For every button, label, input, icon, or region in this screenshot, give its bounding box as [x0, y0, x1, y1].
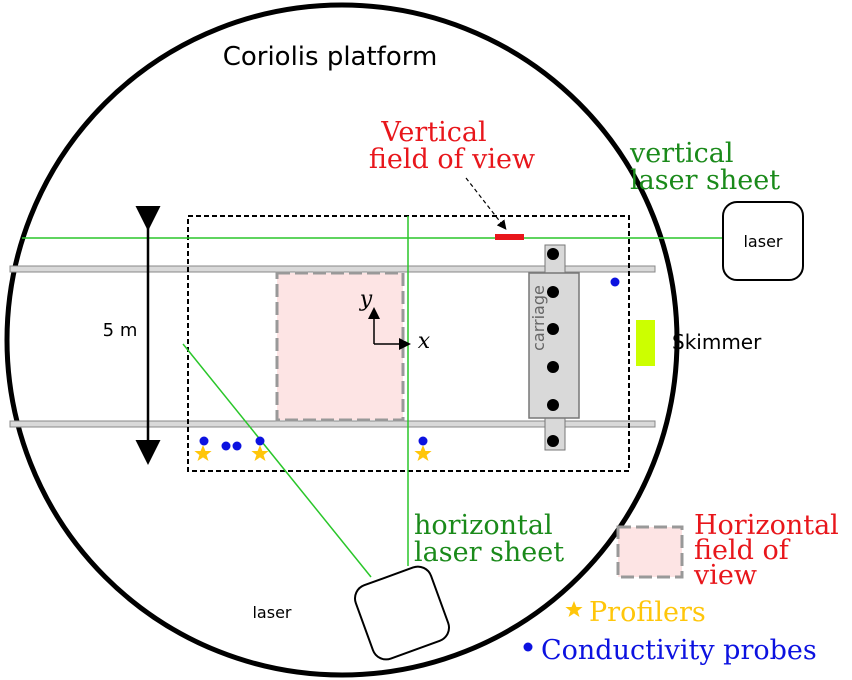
profiler-star — [194, 445, 212, 461]
horizontal-laser-sheet-label-line1: horizontal — [414, 510, 553, 541]
legend-horizontal-fov-line1: Horizontal — [694, 510, 839, 541]
vertical-fov-label-line1: Vertical — [380, 117, 486, 148]
conductivity-probes — [199, 277, 620, 451]
conductivity-probe — [610, 277, 620, 287]
vertical-laser-sheet-label-line2: laser sheet — [630, 165, 780, 196]
skimmer-bar — [636, 320, 655, 366]
legend-conductivity-label: Conductivity probes — [541, 635, 817, 666]
profiler-star — [251, 445, 269, 461]
vertical-laser-sheet-label-line1: vertical — [629, 138, 733, 169]
horizontal-laser-sheet-label-line2: laser sheet — [414, 537, 564, 568]
laser-bottom-box — [354, 565, 450, 661]
laser-top-label: laser — [743, 232, 782, 251]
conductivity-probe — [418, 436, 428, 446]
laser-bottom-label: laser — [252, 603, 291, 622]
carriage-probe-dot — [547, 399, 559, 411]
carriage-probe-dot — [547, 286, 559, 298]
carriage-probe-dots — [547, 248, 559, 447]
vertical-fov-label-line2: field of view — [369, 144, 535, 175]
conductivity-probe — [221, 441, 231, 451]
legend-horizontal-fov-line3: view — [693, 560, 757, 591]
carriage-probe-dot — [547, 361, 559, 373]
conductivity-probe — [232, 441, 242, 451]
carriage-probe-dot — [547, 248, 559, 260]
platform-title: Coriolis platform — [223, 42, 438, 72]
carriage-probe-dot — [547, 435, 559, 447]
profilers — [194, 445, 432, 461]
horizontal-fov-box — [275, 271, 405, 422]
carriage-probe-dot — [547, 323, 559, 335]
vertical-fov-arrow — [465, 177, 507, 230]
axis-y-label: y — [359, 287, 373, 312]
axes-indicator — [368, 307, 411, 350]
legend-profilers-label: Profilers — [589, 597, 706, 628]
laser-top-box — [722, 201, 804, 281]
legend-horizontal-fov-swatch — [616, 525, 684, 579]
distance-label: 5 m — [103, 320, 138, 341]
legend-horizontal-fov-line2: field of — [694, 535, 791, 566]
profiler-star — [414, 445, 432, 461]
vertical-fov-marker — [495, 234, 524, 240]
conductivity-probe — [199, 436, 209, 446]
legend-profiler-star — [565, 601, 583, 617]
legend-conductivity-dot — [523, 642, 533, 652]
conductivity-probe — [255, 436, 265, 446]
carriage-label: carriage — [529, 285, 548, 351]
horizontal-laser-line-diagonal — [182, 343, 372, 578]
skimmer-label: Skimmer — [672, 330, 762, 354]
platform-circle — [4, 2, 680, 678]
axis-x-label: x — [418, 329, 431, 354]
legend: Horizontal field of view Profilers Condu… — [523, 510, 839, 666]
